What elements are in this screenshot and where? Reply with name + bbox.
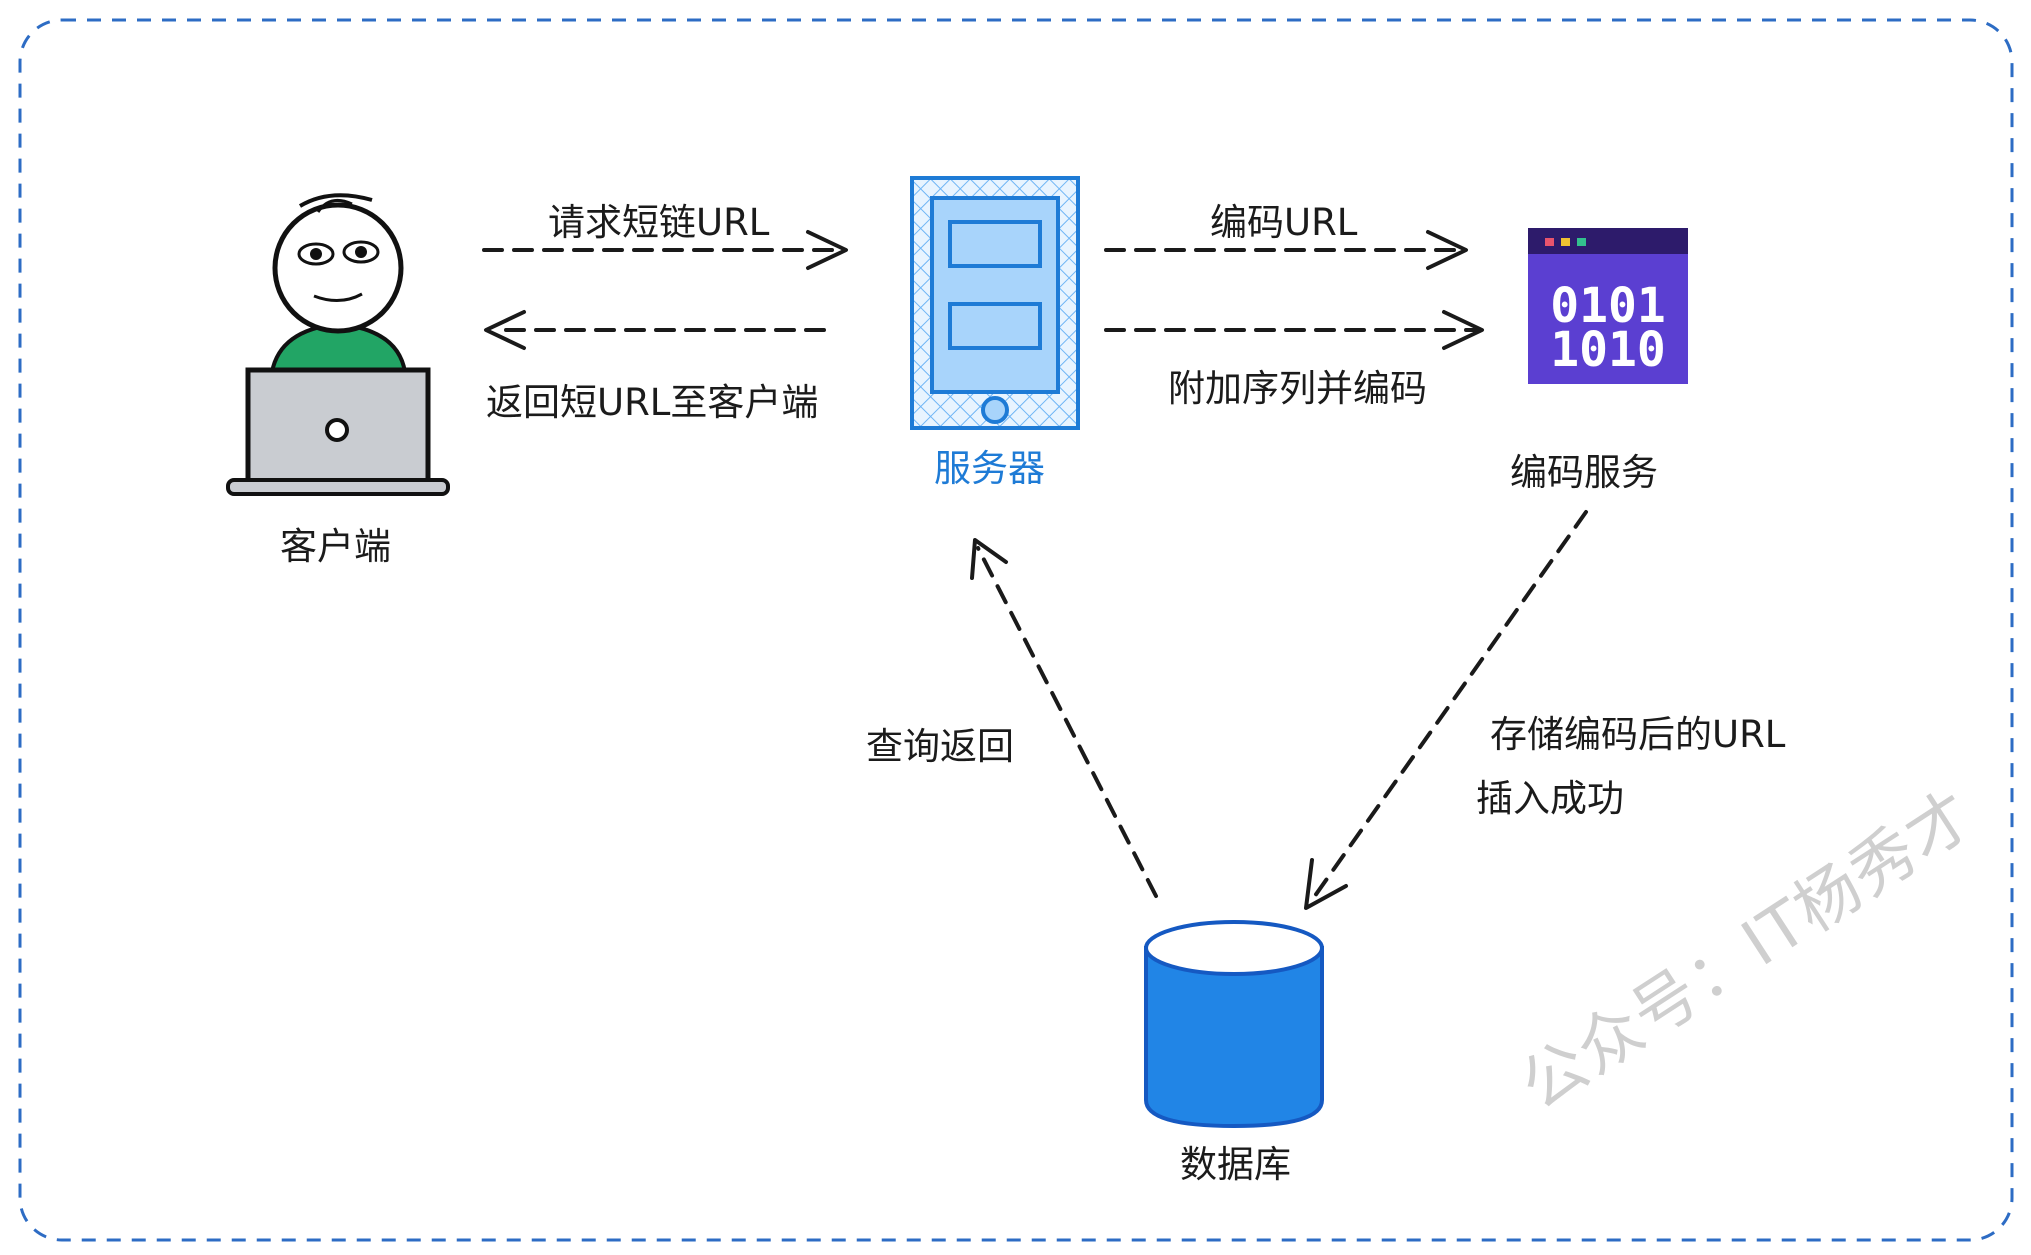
database-cylinder-icon bbox=[1144, 920, 1324, 1129]
arrow-append-sequence bbox=[1104, 310, 1484, 350]
edge-label-insert-success: 插入成功 bbox=[1476, 777, 1624, 820]
server-label: 服务器 bbox=[934, 447, 1045, 490]
server-device-icon bbox=[910, 176, 1080, 430]
arrow-return-short-url bbox=[484, 310, 832, 350]
person-at-laptop-icon bbox=[226, 193, 450, 496]
arrow-store-encoded-url bbox=[1304, 510, 1588, 910]
database-label: 数据库 bbox=[1180, 1143, 1291, 1186]
edge-label-query-return: 查询返回 bbox=[866, 725, 1014, 768]
arrow-encode-url bbox=[1104, 230, 1468, 270]
binary-code-window-icon: 0101 1010 bbox=[1528, 228, 1688, 384]
edge-label-return-short-url: 返回短URL至客户端 bbox=[486, 381, 819, 424]
edge-label-encode-url: 编码URL bbox=[1210, 201, 1358, 244]
edge-label-store-encoded-url: 存储编码后的URL bbox=[1490, 713, 1786, 756]
binary-text-line1: 0101 bbox=[1550, 278, 1666, 334]
binary-text-line2: 1010 bbox=[1550, 322, 1666, 378]
edge-label-append-sequence: 附加序列并编码 bbox=[1168, 367, 1427, 410]
arrow-request-short-url bbox=[482, 230, 848, 270]
arrow-query-return bbox=[970, 538, 1158, 898]
edge-label-request-short-url: 请求短链URL bbox=[548, 201, 770, 244]
client-label: 客户端 bbox=[280, 525, 391, 568]
outer-dashed-frame bbox=[18, 18, 2014, 1242]
encoder-label: 编码服务 bbox=[1510, 451, 1658, 494]
